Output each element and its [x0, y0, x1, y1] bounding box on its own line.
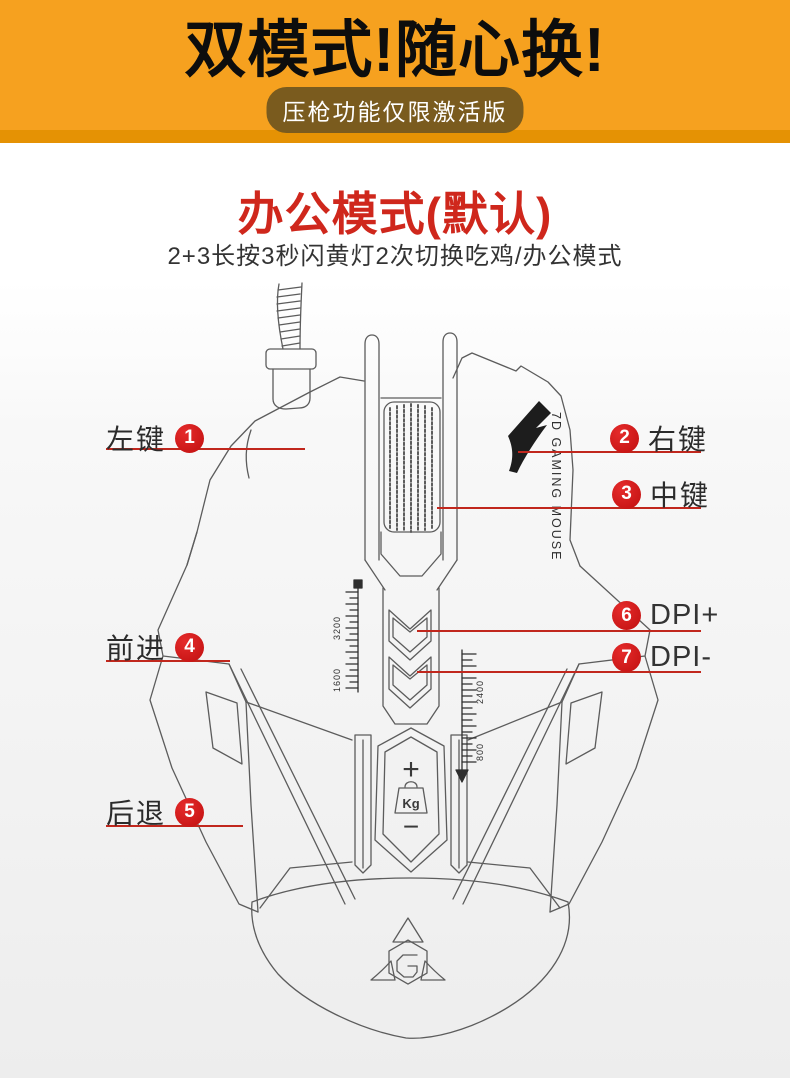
callout-forward-button: 前进 4	[106, 627, 205, 667]
dpi-scale-right-value-2: 800	[475, 743, 485, 761]
callout-label: DPI+	[650, 599, 720, 631]
callout-number-badge: 2	[610, 423, 639, 453]
callout-label: 后退	[106, 798, 167, 829]
right-button-shape	[452, 352, 581, 567]
scroll-wheel-shape	[364, 332, 458, 591]
callout-number-badge: 4	[175, 632, 205, 662]
callout-right-button: 2 右键	[610, 418, 708, 458]
callout-line-dpi-minus	[417, 671, 701, 673]
callout-number-badge: 7	[612, 643, 641, 672]
mode-title: 办公模式(默认)	[237, 188, 553, 240]
callout-line-dpi-plus	[417, 630, 701, 632]
callout-dpi-minus: 7 DPI-	[612, 641, 712, 674]
callout-line-right-button	[518, 451, 701, 453]
banner-bottom-strip	[0, 130, 790, 143]
left-side-buttons-shape	[149, 531, 356, 913]
callout-label: DPI-	[650, 641, 712, 673]
brand-logo-icon	[370, 917, 446, 985]
callout-left-button: 左键 1	[106, 418, 205, 458]
callout-label: 中键	[650, 480, 711, 511]
dpi-scale-left-icon	[345, 579, 363, 693]
callout-line-middle-button	[437, 507, 701, 509]
activation-badge: 压枪功能仅限激活版	[266, 87, 524, 133]
callout-back-button: 后退 5	[106, 792, 205, 832]
dpi-buttons-shape	[382, 587, 440, 725]
callout-number-badge: 6	[612, 601, 641, 630]
mouse-cable-icon	[265, 282, 317, 410]
callout-dpi-plus: 6 DPI+	[612, 599, 719, 632]
callout-number-badge: 1	[175, 423, 205, 453]
callout-number-badge: 3	[612, 479, 641, 509]
dpi-scale-right-value-1: 2400	[475, 680, 485, 704]
palm-rest-shape	[251, 861, 570, 1039]
callout-label: 左键	[106, 424, 167, 455]
dpi-scale-left-value-2: 1600	[332, 668, 342, 692]
callout-label: 前进	[106, 633, 167, 664]
callout-line-forward-button	[106, 660, 230, 662]
swoosh-icon	[508, 401, 551, 473]
weight-plus-label: +	[402, 753, 420, 786]
callout-line-back-button	[106, 825, 243, 827]
brand-text: 7D GAMING MOUSE	[549, 412, 563, 561]
banner-title: 双模式!随心换!	[184, 16, 606, 85]
weight-adjust-shape	[354, 727, 468, 874]
callout-number-badge: 5	[175, 797, 205, 827]
dpi-scale-right-icon	[455, 649, 477, 783]
callout-middle-button: 3 中键	[612, 474, 710, 514]
callout-line-left-button	[106, 448, 305, 450]
weight-unit-label: Kg	[402, 796, 419, 811]
dpi-scale-left-value-1: 3200	[332, 616, 342, 640]
mode-subtitle: 2+3长按3秒闪黄灯2次切换吃鸡/办公模式	[167, 243, 623, 270]
weight-minus-label: −	[403, 811, 419, 842]
callout-label: 右键	[648, 424, 709, 455]
